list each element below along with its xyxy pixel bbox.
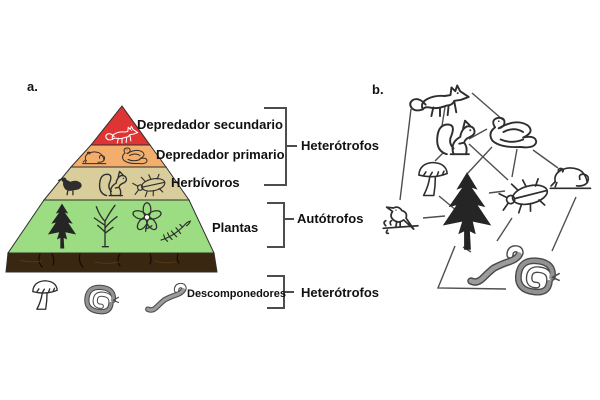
- edge-frog-millipede: [551, 196, 577, 252]
- bracket-decomposers: [267, 275, 294, 309]
- conifer-tree-icon: [442, 172, 492, 250]
- decomposers-row: [31, 279, 184, 312]
- food-web-edges: [399, 92, 577, 290]
- edge-fox-bird: [399, 108, 412, 201]
- mushroom-icon: [31, 279, 59, 311]
- mushroom-icon: [418, 161, 448, 197]
- frog-icon: [549, 167, 592, 190]
- decomposers-label: Descomponedores: [187, 288, 287, 300]
- edge-tree-millipede: [436, 245, 507, 290]
- food-web: [382, 84, 592, 292]
- bracket-consumers: [264, 107, 297, 186]
- bird-icon: [382, 206, 419, 235]
- level-label-secondary-predator: Depredador secundario: [137, 117, 283, 132]
- bracket-label-heterotrofos-top: Heterótrofos: [301, 138, 380, 153]
- bracket-label-autotrofos: Autótrofos: [297, 211, 364, 226]
- fox-icon: [409, 84, 470, 118]
- pyramid-soil-layer: [5, 252, 218, 273]
- worm-icon: [471, 249, 520, 282]
- level-label-herbivores: Herbívoros: [171, 175, 240, 190]
- millipede-icon: [87, 287, 119, 311]
- edge-snake-tree: [466, 146, 493, 175]
- edge-fox-squirrel: [441, 106, 446, 127]
- edge-tree-beetle: [488, 190, 506, 194]
- edge-snake-beetle: [511, 148, 518, 178]
- beetle-icon: [496, 174, 552, 219]
- snake-icon: [489, 116, 538, 149]
- millipede-icon: [518, 261, 559, 292]
- bracket-label-heterotrofos-bottom: Heterótrofos: [301, 285, 380, 300]
- trophic-pyramid: [5, 105, 297, 312]
- level-label-primary-predator: Depredador primario: [156, 147, 285, 162]
- panel-a-label: a.: [27, 79, 38, 94]
- edge-fox-snake: [471, 92, 504, 121]
- edge-bird-tree: [422, 215, 446, 219]
- worm-icon: [148, 286, 184, 310]
- edge-squirrel-snake: [468, 128, 488, 140]
- panel-b-label: b.: [372, 82, 384, 97]
- edge-squirrel-beetle: [468, 143, 509, 181]
- edge-beetle-worm: [496, 217, 513, 242]
- pyramid-brackets: [264, 107, 297, 309]
- edge-mushroom-tree: [438, 195, 458, 212]
- soil-roots-texture: [19, 253, 180, 268]
- edge-squirrel-mushroom: [434, 151, 445, 162]
- edge-snake-frog: [532, 149, 559, 169]
- squirrel-icon: [436, 119, 476, 156]
- bracket-producers: [267, 202, 294, 248]
- level-label-plants: Plantas: [212, 220, 259, 235]
